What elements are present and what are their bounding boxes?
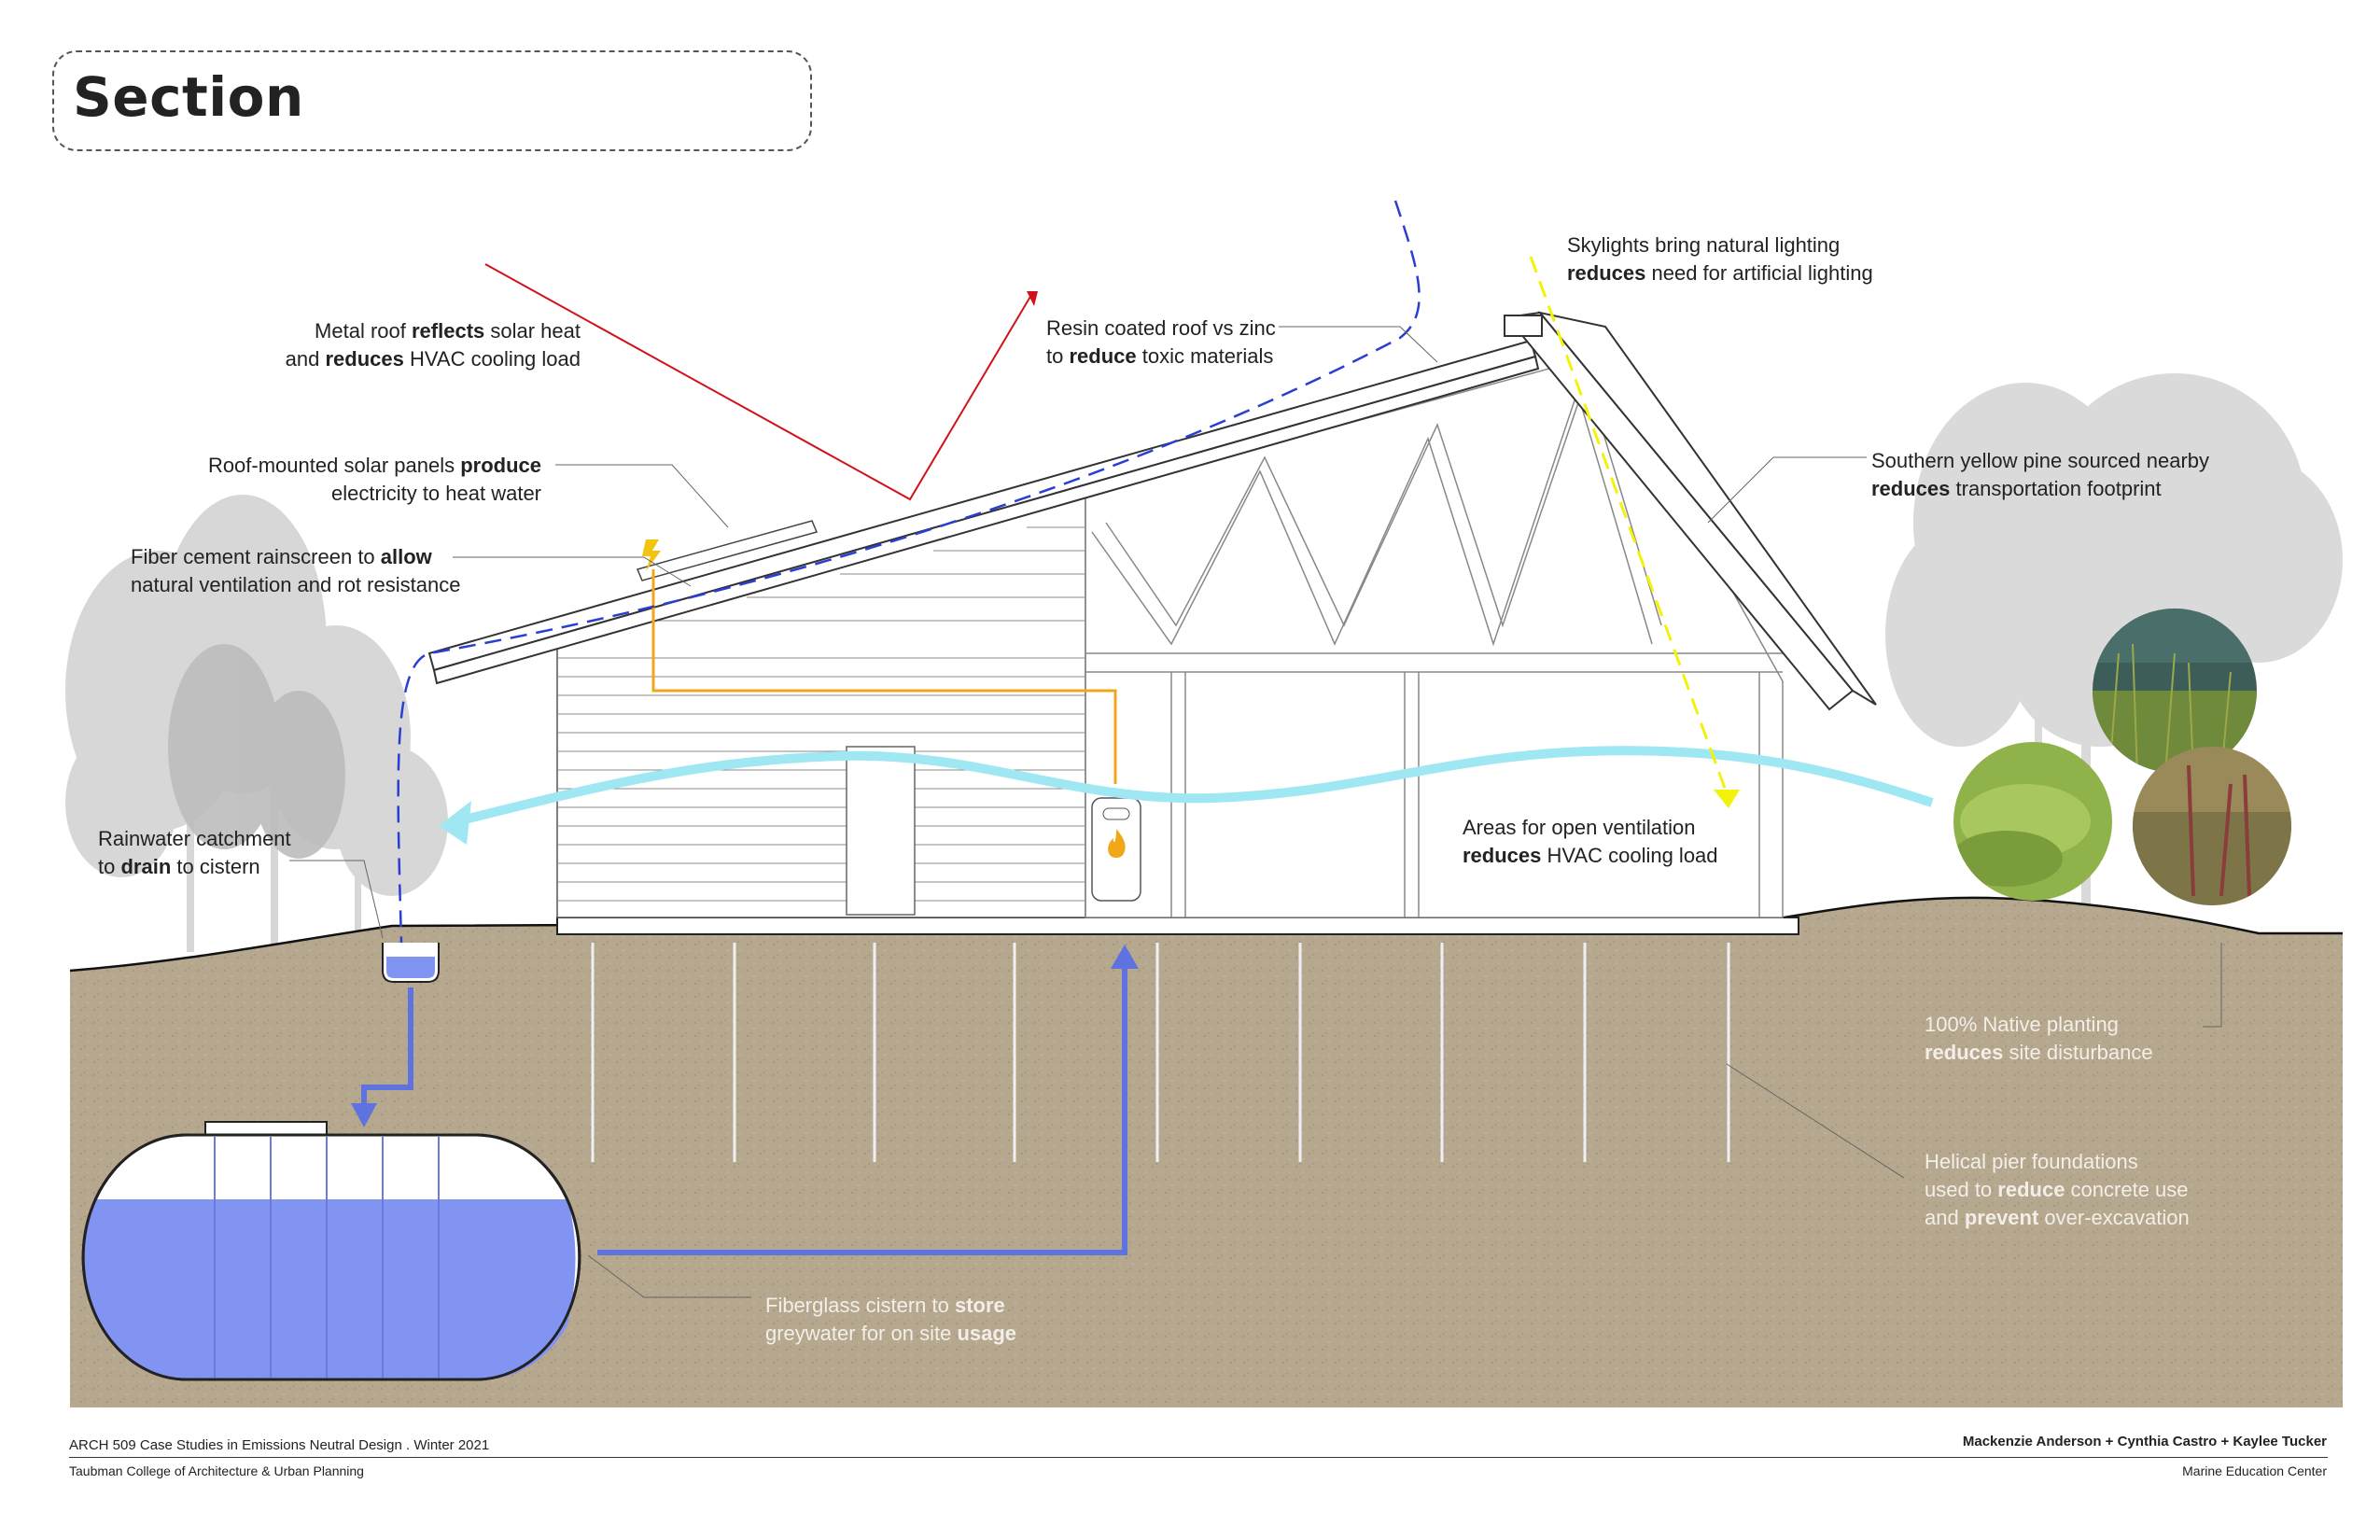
- cistern-label: Fiberglass cistern to store greywater fo…: [765, 1292, 1016, 1348]
- footer-school: Taubman College of Architecture & Urban …: [69, 1463, 364, 1478]
- footer-authors: Mackenzie Anderson + Cynthia Castro + Ka…: [1963, 1434, 2327, 1449]
- rainscreen-label: Fiber cement rainscreen to allow natural…: [131, 543, 460, 599]
- rain-catchment: [383, 943, 439, 982]
- ventilation-label: Areas for open ventilation reduces HVAC …: [1463, 814, 1718, 870]
- helical-piers-label: Helical pier foundations used to reduce …: [1925, 1148, 2190, 1232]
- rainwater-label: Rainwater catchment to drain to cistern: [98, 825, 291, 881]
- footer-divider: [69, 1457, 2328, 1458]
- water-heater: [1092, 798, 1141, 901]
- solar-panels-label: Roof-mounted solar panels produce electr…: [187, 452, 541, 508]
- cistern: [83, 1122, 580, 1379]
- footer-course: ARCH 509 Case Studies in Emissions Neutr…: [69, 1437, 489, 1453]
- resin-roof-label: Resin coated roof vs zinc to reduce toxi…: [1046, 315, 1276, 371]
- solar-reflection-arrow: [485, 264, 1031, 499]
- native-planting-label: 100% Native planting reduces site distur…: [1925, 1011, 2153, 1067]
- metal-roof-label: Metal roof reflects solar heat and reduc…: [280, 317, 581, 373]
- pine-label: Southern yellow pine sourced nearby redu…: [1871, 447, 2209, 503]
- footer-project: Marine Education Center: [2182, 1463, 2327, 1478]
- skylights-label: Skylights bring natural lighting reduces…: [1567, 231, 1873, 287]
- floor-slab: [557, 917, 1799, 934]
